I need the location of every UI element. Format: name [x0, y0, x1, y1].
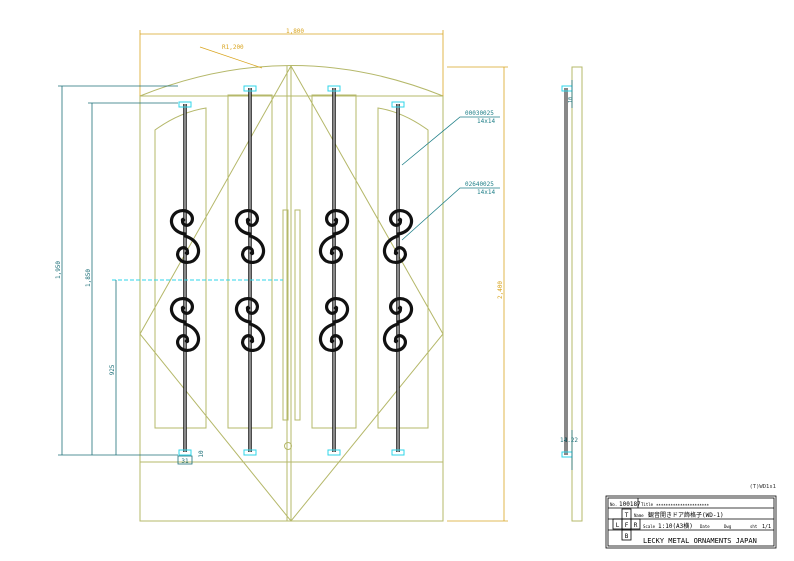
- part-leaders: [401, 116, 500, 241]
- part-1-size: 14x14: [477, 118, 495, 125]
- tb-letter-r: R: [634, 522, 638, 529]
- tb-title-label: Title: [641, 502, 654, 507]
- tb-letter-b: B: [625, 533, 629, 540]
- tb-date-label: Date: [700, 524, 710, 529]
- tb-drawn-label: Dwg: [724, 524, 732, 529]
- dim-arc-radius: R1,200: [222, 44, 244, 51]
- tb-scale: 1:10(A3横): [658, 522, 693, 530]
- dim-height-left-outer: 1,950: [55, 261, 62, 279]
- tb-letter-f: F: [625, 522, 629, 529]
- tb-sheet: 1/1: [762, 524, 771, 530]
- dim-overall-width: 1,800: [286, 28, 304, 35]
- dim-bottom-small: 31: [181, 458, 189, 465]
- part-2-code: 02640025: [465, 181, 494, 188]
- title-block: [605, 495, 777, 549]
- tb-title-stars: ✶✶✶✶✶✶✶✶✶✶✶✶✶✶✶✶✶✶✶✶✶✶: [656, 502, 710, 507]
- dim-height-left-inner: 925: [109, 364, 116, 375]
- tb-number-label: No.: [610, 502, 617, 507]
- tb-letter-l: L: [616, 522, 620, 529]
- tb-company: LECKY METAL ORNAMENTS JAPAN: [643, 537, 757, 545]
- orange-dimensions: [139, 30, 508, 522]
- dim-bottom-small-b: 10: [198, 450, 205, 458]
- bar-brackets: [112, 85, 405, 456]
- teal-dimensions: [58, 85, 178, 456]
- door-outline: [139, 65, 444, 522]
- tb-scale-label: Scale: [643, 524, 656, 529]
- sheet-ref: (T)WD1s1: [750, 484, 777, 490]
- tb-sheet-label: sht: [750, 524, 758, 529]
- tb-name: 観音開きドア飾格子(WD-1): [648, 511, 724, 519]
- dim-side-small: 10: [568, 97, 574, 103]
- dim-height-right: 2,400: [497, 281, 504, 299]
- iron-bars: [183, 88, 400, 452]
- tb-name-label: Name: [634, 513, 644, 518]
- side-view: [561, 66, 583, 522]
- tb-number: 100187: [619, 501, 641, 508]
- tb-letter-t: T: [625, 512, 629, 519]
- bottom-small-dim: [177, 455, 193, 465]
- part-1-code: 00030025: [465, 110, 494, 117]
- part-2-size: 14x14: [477, 189, 495, 196]
- dim-side-bottom: 14.22: [560, 437, 578, 444]
- dim-height-left-mid: 1,850: [85, 269, 92, 287]
